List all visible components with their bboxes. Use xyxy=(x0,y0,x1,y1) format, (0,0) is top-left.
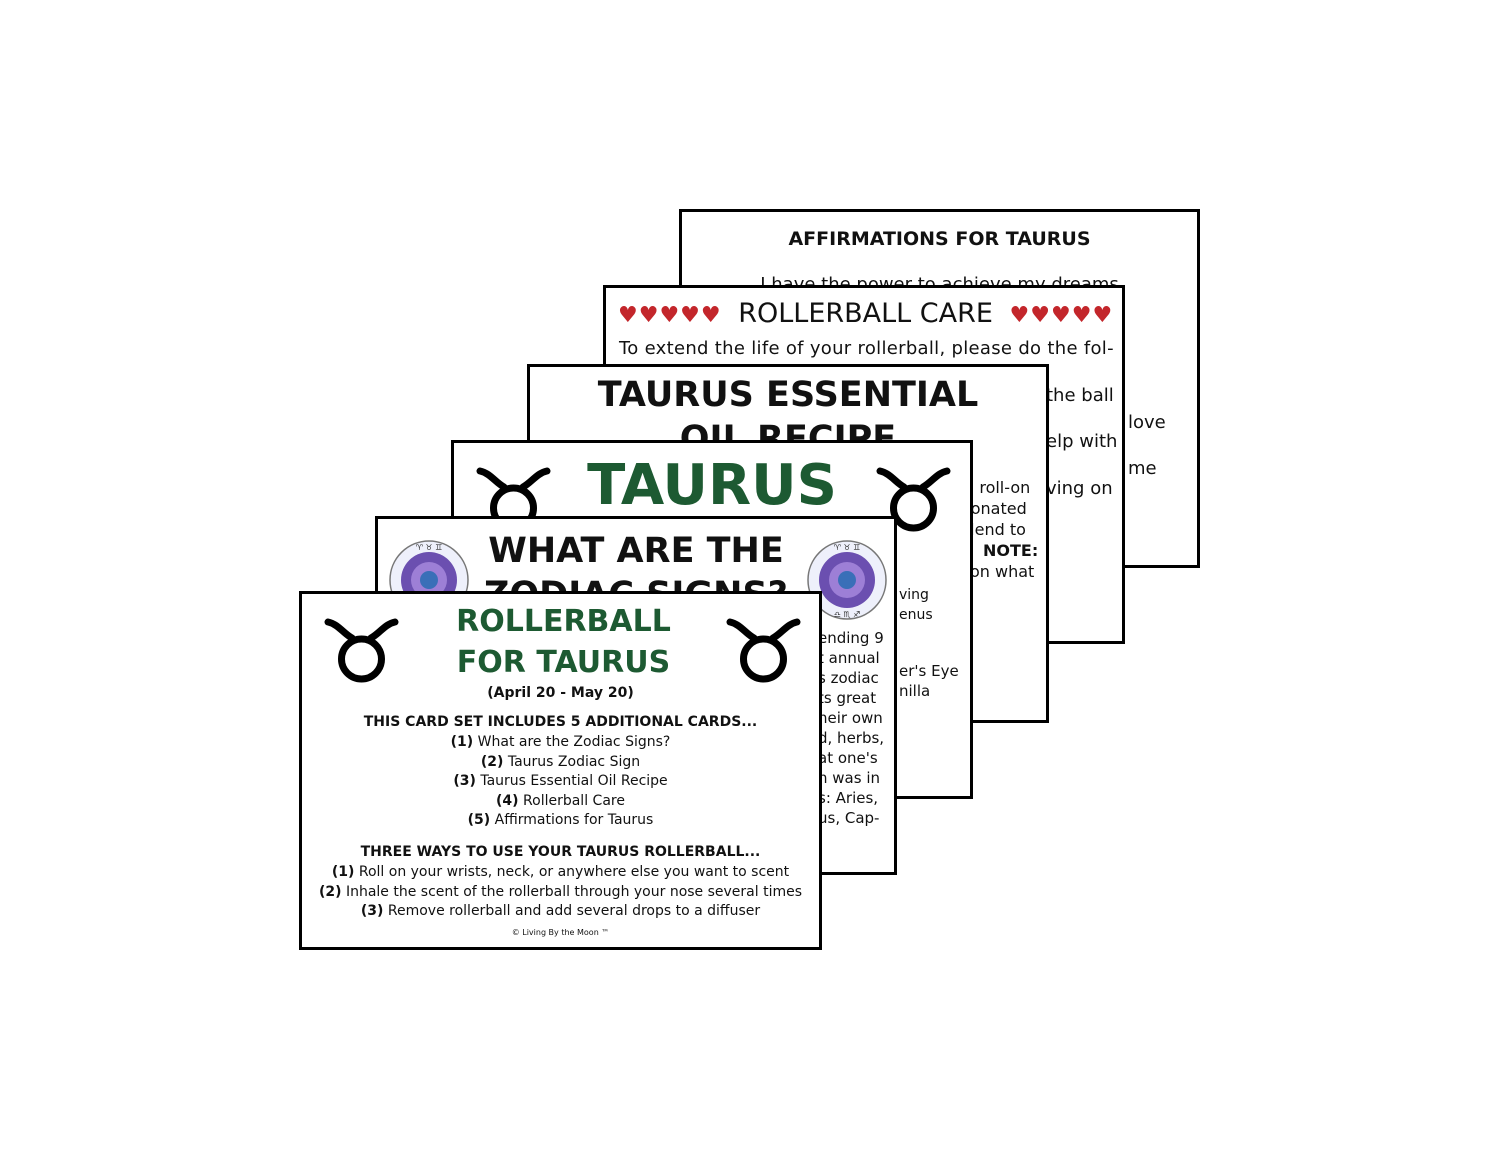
peek-text: at one's xyxy=(818,749,878,767)
sign-title: TAURUS xyxy=(587,453,837,518)
peek-text: love xyxy=(1128,412,1166,433)
peek-text: blend to xyxy=(960,520,1026,539)
date-range: (April 20 - May 20) xyxy=(487,685,634,701)
copyright: © Living By the Moon ™ xyxy=(511,928,610,937)
peek-text: ving on xyxy=(1046,478,1113,499)
recipe-title-line1: TAURUS ESSENTIAL xyxy=(597,375,979,415)
ways-list: (1) Roll on your wrists, neck, or anywhe… xyxy=(302,863,819,922)
ways-heading: THREE WAYS TO USE YOUR TAURUS ROLLERBALL… xyxy=(360,844,761,860)
peek-text: ts great xyxy=(818,689,877,707)
svg-text:♎ ♏ ♐: ♎ ♏ ♐ xyxy=(834,610,861,619)
peek-text: d, herbs, xyxy=(818,729,885,747)
main-title-line2: FOR TAURUS xyxy=(456,645,671,680)
peek-text: NOTE: xyxy=(983,541,1039,560)
peek-text: on what xyxy=(970,562,1035,581)
includes-list: (1) What are the Zodiac Signs? (2) Tauru… xyxy=(302,733,819,831)
card-rollerball-for-taurus: ROLLERBALL FOR TAURUS (April 20 - May 20… xyxy=(299,591,822,950)
list-item: (1) Roll on your wrists, neck, or anywhe… xyxy=(331,864,790,880)
peek-text: elp with xyxy=(1046,431,1118,452)
hearts-left: ♥♥♥♥♥ xyxy=(618,303,722,328)
list-item: (3) Taurus Essential Oil Recipe xyxy=(453,773,668,789)
peek-text: t annual xyxy=(818,649,880,667)
list-item: (1) What are the Zodiac Signs? xyxy=(450,734,671,750)
list-item: (4) Rollerball Care xyxy=(496,792,625,809)
peek-text: the ball xyxy=(1046,385,1114,406)
peek-text: ending 9 xyxy=(818,629,884,647)
taurus-symbol-icon xyxy=(324,618,399,683)
affirmations-title: AFFIRMATIONS FOR TAURUS xyxy=(788,228,1091,250)
taurus-symbol-icon xyxy=(876,467,951,532)
list-item: (5) Affirmations for Taurus xyxy=(467,812,654,828)
care-title: ROLLERBALL CARE xyxy=(738,298,993,329)
main-title-line1: ROLLERBALL xyxy=(456,604,671,639)
care-title-row: ♥♥♥♥♥ ROLLERBALL CARE ♥♥♥♥♥ xyxy=(618,298,1113,329)
zodiac-title-line1: WHAT ARE THE xyxy=(488,531,784,571)
list-item: (2) Taurus Zodiac Sign xyxy=(480,753,641,770)
peek-text: us, Cap- xyxy=(818,809,880,827)
peek-text: me xyxy=(1128,458,1157,479)
peek-text: nilla xyxy=(899,682,931,700)
peek-text: heir own xyxy=(818,709,883,727)
peek-text: er's Eye xyxy=(899,662,959,680)
peek-text: n was in xyxy=(818,769,880,787)
zodiac-wheel-icon: ♈ ♉ ♊ ♎ ♏ ♐ xyxy=(807,540,887,620)
list-item: (3) Remove rollerball and add several dr… xyxy=(360,903,761,919)
hearts-right: ♥♥♥♥♥ xyxy=(1009,303,1114,328)
taurus-symbol-icon xyxy=(726,618,801,683)
peek-text: ving xyxy=(899,587,929,603)
care-intro: To extend the life of your rollerball, p… xyxy=(619,338,1114,359)
svg-text:♈ ♉ ♊: ♈ ♉ ♊ xyxy=(416,543,443,552)
includes-heading: THIS CARD SET INCLUDES 5 ADDITIONAL CARD… xyxy=(363,714,758,730)
peek-text: enus xyxy=(899,607,933,623)
peek-text: s zodiac xyxy=(818,669,879,687)
svg-text:♈ ♉ ♊: ♈ ♉ ♊ xyxy=(834,543,861,552)
peek-text: s: Aries, xyxy=(818,789,879,807)
peek-text: tionated xyxy=(960,499,1027,518)
peek-text: al roll-on xyxy=(960,478,1031,497)
list-item: (2) Inhale the scent of the rollerball t… xyxy=(318,883,803,900)
